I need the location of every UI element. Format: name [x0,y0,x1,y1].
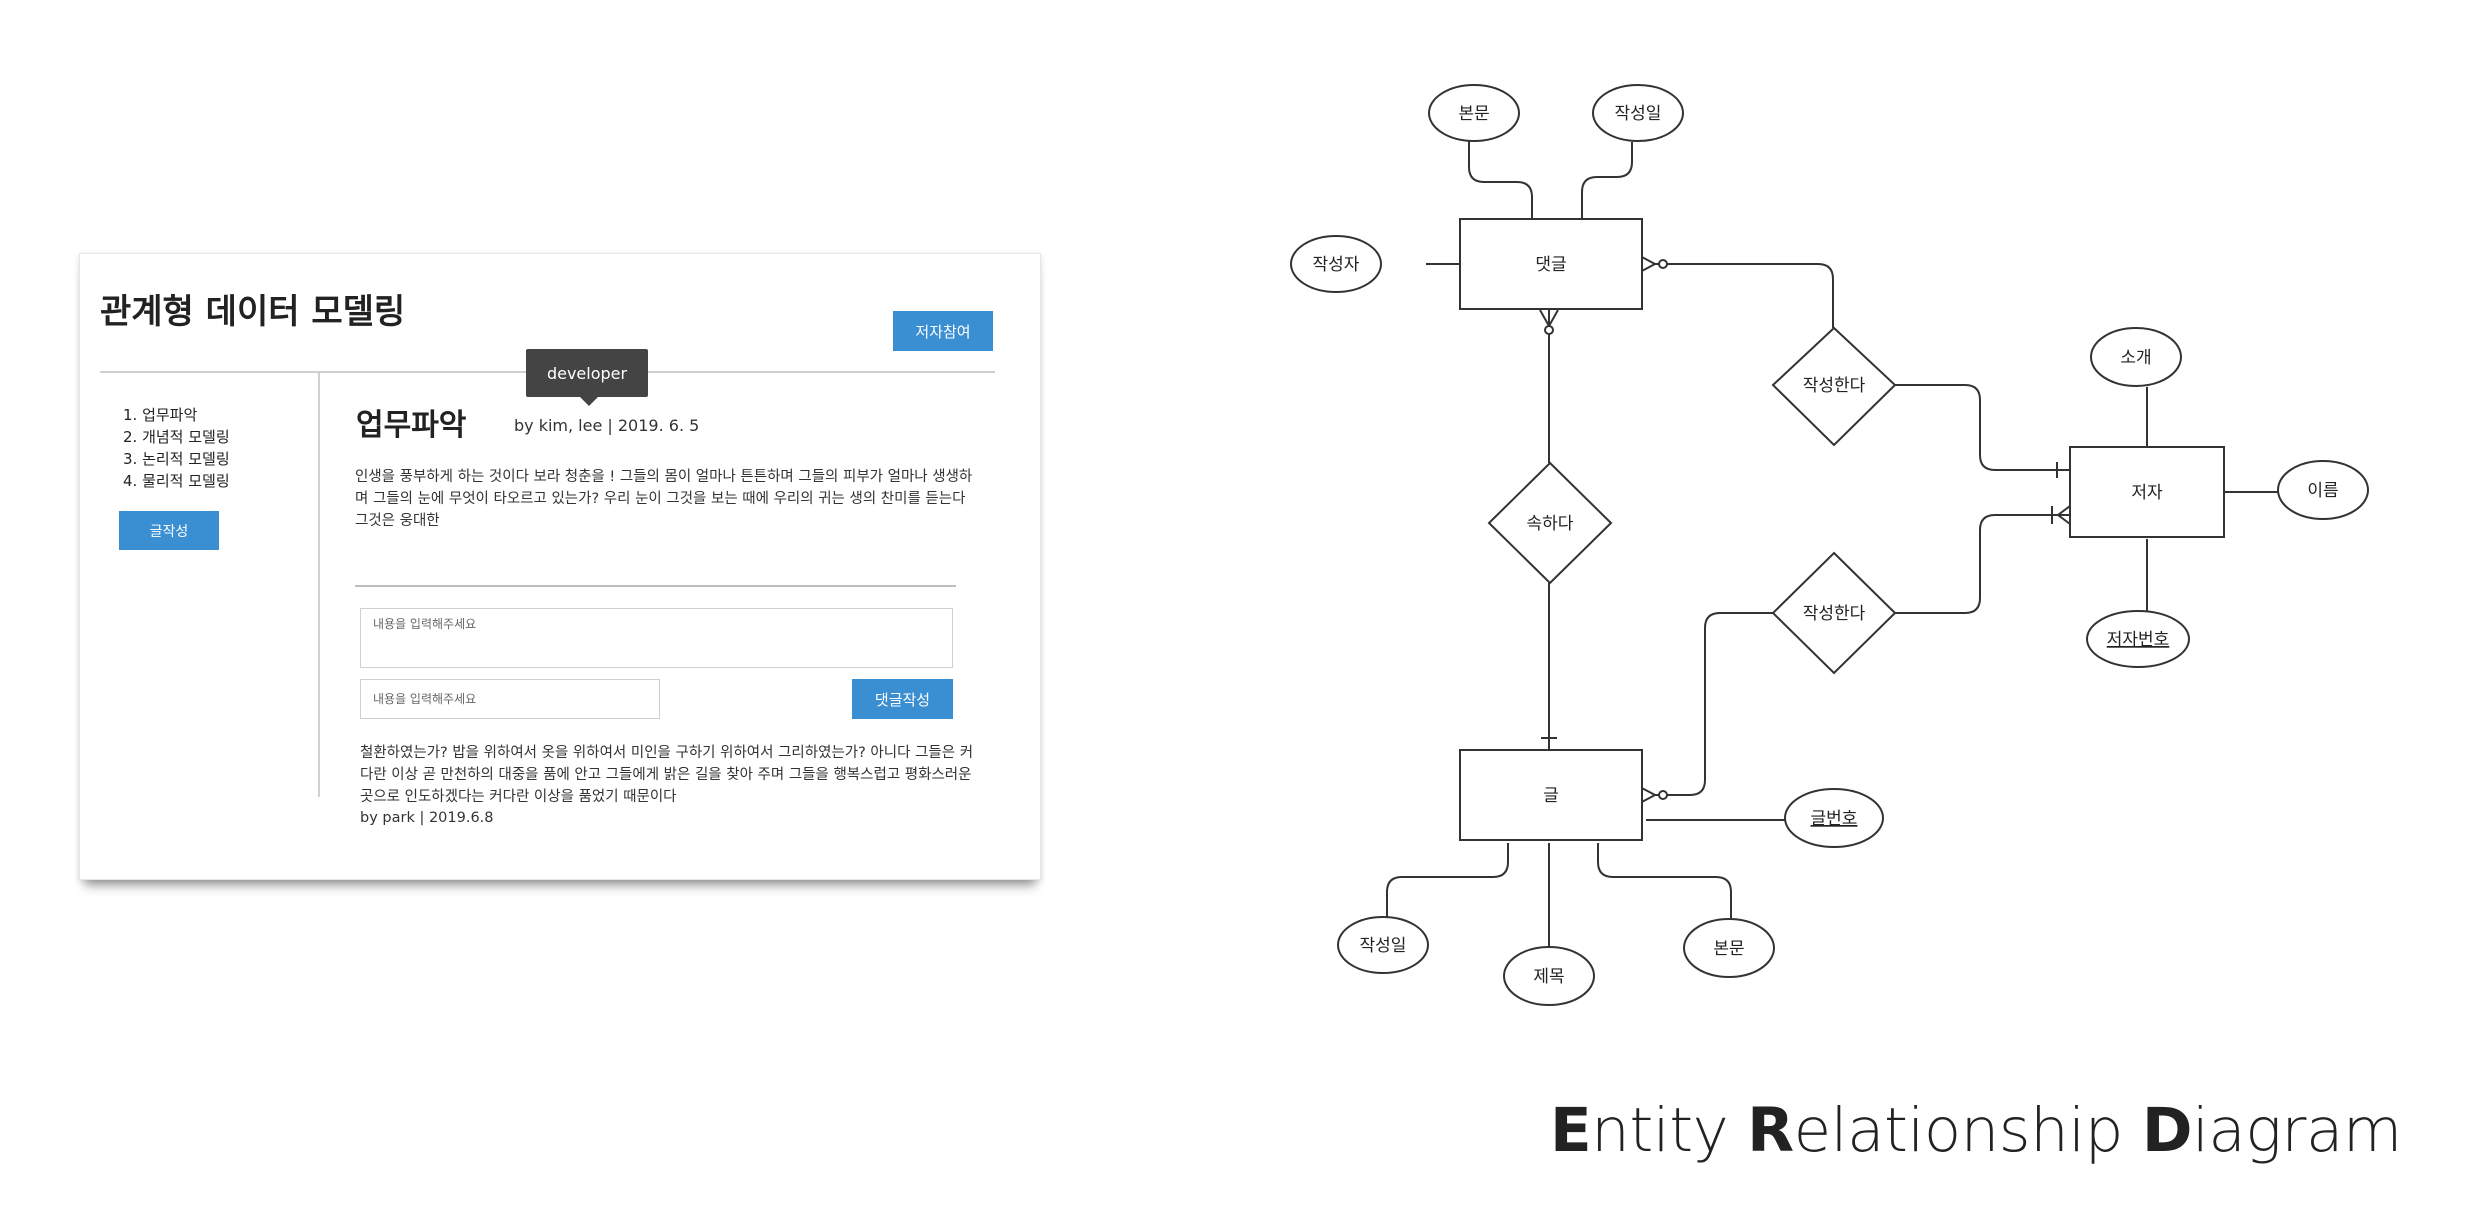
entity-comment-label: 댓글 [1535,255,1566,275]
connector-post-body [1597,843,1732,918]
sidebar-item-physical-modeling[interactable]: 4. 물리적 모델링 [123,472,230,490]
site-title: 관계형 데이터 모델링 [100,292,406,332]
entity-author-label: 저자 [2131,483,2163,503]
tooltip-label: developer [546,363,628,383]
submit-comment-button[interactable]: 댓글작성 [852,679,953,719]
attribute-comment-date-label: 작성일 [1615,104,1662,124]
attribute-comment-date [1592,84,1684,142]
caption-initial-e: E [1550,1095,1592,1166]
relationship-writes-comment-label: 작성한다 [1803,376,1866,396]
attribute-post-body [1683,918,1775,978]
attribute-comment-writer [1290,235,1382,293]
attribute-post-title [1503,946,1595,1006]
post-title: 업무파악 [356,408,467,443]
relationship-writes-post-label: 작성한다 [1803,604,1866,624]
entity-post: 글 [1459,749,1643,841]
attribute-post-id [1784,788,1884,848]
commenter-input[interactable] [360,679,660,719]
cardinality-marks [1539,254,2071,805]
attribute-comment-body-label: 본문 [1458,104,1489,124]
comment-text: 철환하였는가? 밥을 위하여서 옷을 위하여서 미인을 구하기 위하여서 그리하… [360,745,974,805]
attribute-comment-body [1428,84,1520,142]
web-mockup-card: 관계형 데이터 모델링 저자참여 developer 1. 업무파악 2. 개념… [79,253,1041,880]
relationship-belongs-to-label: 속하다 [1527,514,1574,534]
post-meta: by kim, lee | 2019. 6. 5 [514,416,700,435]
connector-comment-date [1581,142,1633,219]
write-post-button[interactable]: 글작성 [119,511,219,550]
entity-author: 저자 [2069,446,2225,538]
attribute-comment-writer-label: 작성자 [1313,255,1360,275]
post-body: 인생을 풍부하게 하는 것이다 보라 청춘을 ! 그들의 몸이 얼마나 튼튼하며… [355,469,973,529]
attribute-author-name [2277,460,2369,520]
attribute-post-body-label: 본문 [1713,939,1744,959]
connector-comment-body [1468,137,1533,219]
sidebar-nav: 1. 업무파악 2. 개념적 모델링 3. 논리적 모델링 4. 물리적 모델링 [123,404,230,492]
content-divider [355,585,956,587]
attribute-author-id [2086,610,2190,668]
relationship-writes-post: 작성한다 [1771,551,1897,675]
attribute-post-date-label: 작성일 [1360,936,1407,956]
entity-post-label: 글 [1543,786,1559,806]
relationship-belongs-to: 속하다 [1487,461,1613,585]
attribute-author-id-label: 저자번호 [2107,630,2170,650]
comment-input[interactable] [360,608,953,668]
relationship-writes-comment: 작성한다 [1771,326,1897,447]
sidebar-divider [318,372,320,797]
attribute-post-date [1337,916,1429,974]
connector-post-writes [1655,612,1773,796]
sidebar-item-logical-modeling[interactable]: 3. 논리적 모델링 [123,450,230,468]
sidebar-item-task-analysis[interactable]: 1. 업무파악 [123,406,198,424]
attribute-post-title-label: 제목 [1533,967,1564,987]
connector-post-date [1386,843,1509,917]
caption-rest-d: iagram [2191,1095,2402,1166]
join-author-button[interactable]: 저자참여 [893,311,993,351]
connector-comment-writes [1655,263,1834,328]
caption-initial-d: D [2141,1095,2193,1166]
attribute-author-name-label: 이름 [2307,481,2338,501]
connector-writes2-author [1895,514,2070,614]
entity-comment: 댓글 [1459,218,1643,310]
tooltip-arrow [580,397,598,406]
diagram-caption: Entity Relationship Diagram [1550,1095,2402,1166]
developer-tooltip: developer [526,349,648,406]
caption-rest-e: ntity [1591,1095,1748,1166]
caption-initial-r: R [1747,1095,1794,1166]
attribute-author-intro [2090,327,2182,387]
comment-meta: by park | 2019.6.8 [360,810,494,826]
attribute-author-intro-label: 소개 [2120,348,2151,368]
attribute-post-id-label: 글번호 [1811,809,1858,829]
sidebar-item-conceptual-modeling[interactable]: 2. 개념적 모델링 [123,428,230,446]
caption-rest-r: elationship [1793,1095,2142,1166]
connector-writes-author [1895,384,2070,471]
